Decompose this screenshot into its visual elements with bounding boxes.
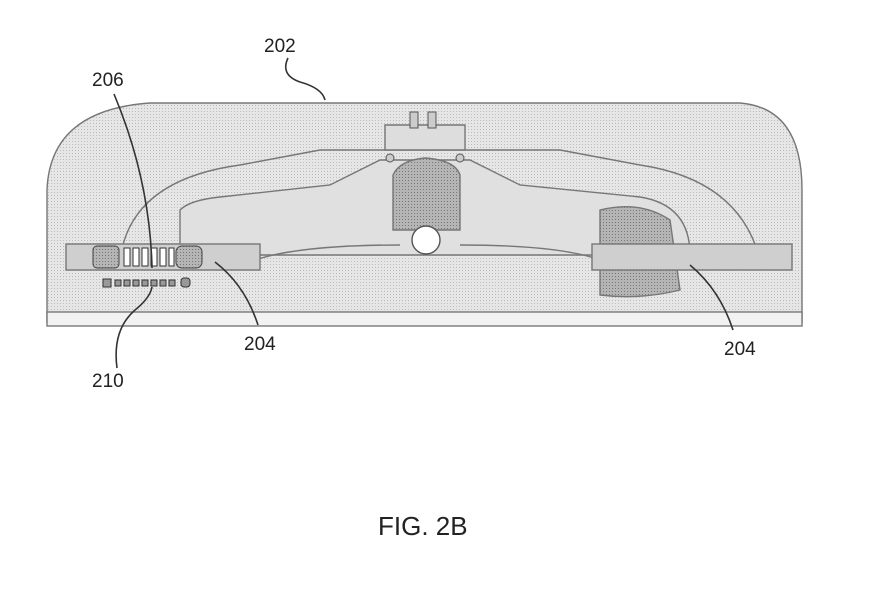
- label-204-left: 204: [244, 334, 276, 355]
- leader-204-right: [689, 264, 734, 331]
- leader-210: [115, 286, 153, 369]
- center-body: [179, 111, 691, 298]
- label-210: 210: [92, 371, 124, 392]
- center-hole: [411, 225, 441, 255]
- label-204-right: 204: [724, 339, 756, 360]
- leader-206: [113, 93, 153, 269]
- leader-204-left: [214, 261, 259, 326]
- circuit-210: [102, 277, 191, 288]
- leader-202: [284, 57, 326, 101]
- label-202: 202: [264, 36, 296, 57]
- label-206: 206: [92, 70, 124, 91]
- strap-left-204: [65, 243, 261, 271]
- coil-end-left: [92, 245, 120, 269]
- figure-caption: FIG. 2B: [378, 511, 468, 541]
- coil-end-right: [175, 245, 203, 269]
